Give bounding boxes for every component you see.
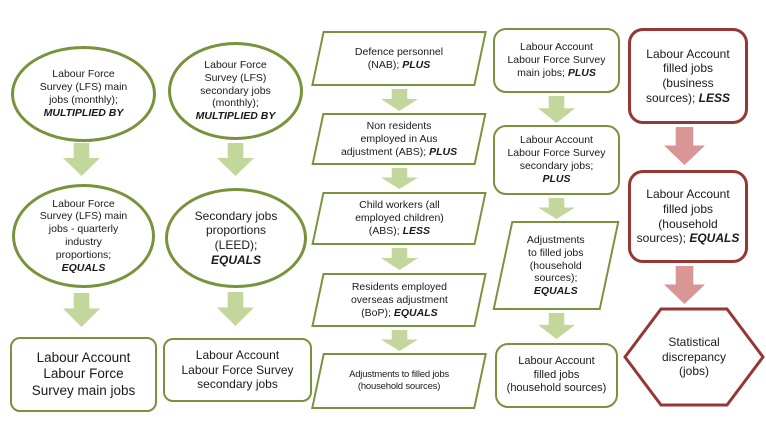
down-arrow-icon (381, 89, 418, 111)
node-text: Labour Account filled jobs (business sou… (646, 47, 730, 106)
down-arrow-icon (538, 313, 575, 339)
node-labour-account-lfs-secondary-jobs-plus: Labour Account Labour Force Survey secon… (493, 125, 620, 195)
down-arrow-icon (381, 248, 418, 270)
down-arrow-icon (664, 127, 705, 165)
node-label: Labour Force Survey (LFS) main jobs (mon… (39, 68, 128, 106)
node-label: Labour Account filled jobs (household so… (506, 355, 607, 395)
hexagon-shape-icon (623, 307, 765, 407)
node-text: Secondary jobs proportions (LEED); EQUAL… (195, 209, 278, 268)
node-label: Labour Account Labour Force Survey secon… (507, 134, 606, 172)
down-arrow-icon (217, 143, 254, 176)
node-text: Labour Account filled jobs (household so… (507, 355, 607, 395)
node-text: Residents employed overseas adjustment (… (351, 281, 448, 319)
node-operator: PLUS (567, 66, 596, 79)
down-arrow-icon (63, 143, 100, 176)
node-labour-account-lfs-secondary-jobs: Labour Account Labour Force Survey secon… (163, 338, 312, 402)
node-label: Non residents employed in Aus adjustment… (340, 119, 438, 158)
node-operator: EQUALS (534, 284, 578, 297)
node-text: Labour Account Labour Force Survey secon… (181, 348, 293, 392)
node-adjustments-to-filled-jobs-household: Adjustments to filled jobs (household so… (311, 353, 487, 409)
down-arrow-icon (381, 330, 418, 351)
down-arrow-icon (538, 96, 575, 123)
node-label: Labour Account Labour Force Survey main … (507, 41, 606, 79)
node-operator: EQUALS (393, 306, 438, 319)
node-text: Labour Force Survey (LFS) main jobs (mon… (40, 68, 128, 119)
node-operator: PLUS (542, 172, 571, 185)
node-operator: LESS (698, 90, 731, 105)
node-operator: PLUS (429, 145, 458, 158)
node-residents-employed-overseas: Residents employed overseas adjustment (… (311, 273, 487, 327)
node-operator: MULTIPLIED BY (43, 106, 124, 119)
node-labour-account-filled-jobs-household-equals: Labour Account filled jobs (household so… (628, 170, 748, 263)
node-text: Defence personnel (NAB); PLUS (355, 46, 443, 72)
node-lfs-main-jobs-monthly: Labour Force Survey (LFS) main jobs (mon… (11, 46, 156, 142)
node-text: Labour Account Labour Force Survey secon… (507, 134, 605, 185)
node-child-workers: Child workers (all employed children) (A… (311, 192, 487, 245)
node-text: Child workers (all employed children) (A… (355, 199, 444, 237)
node-text: Statistical discrepancy (jobs) (662, 335, 726, 379)
node-operator: MULTIPLIED BY (195, 110, 276, 123)
node-text: Labour Account filled jobs (household so… (637, 187, 740, 246)
down-arrow-icon (381, 168, 418, 189)
node-label: Labour Account filled jobs (business sou… (645, 46, 730, 105)
node-statistical-discrepancy: Statistical discrepancy (jobs) (623, 307, 765, 407)
node-label: Secondary jobs proportions (LEED); (194, 208, 278, 252)
down-arrow-icon (538, 198, 575, 219)
node-label: Statistical discrepancy (jobs) (661, 335, 727, 379)
node-operator: EQUALS (61, 261, 106, 274)
node-defence-personnel: Defence personnel (NAB); PLUS (311, 31, 487, 86)
node-operator: EQUALS (689, 231, 740, 246)
down-arrow-icon (63, 293, 100, 327)
node-label: Labour Account Labour Force Survey main … (31, 349, 136, 398)
node-label: Adjustments to filled jobs (household so… (349, 369, 449, 392)
node-text: Labour Account Labour Force Survey main … (32, 350, 136, 399)
node-labour-account-filled-jobs-household: Labour Account filled jobs (household so… (495, 343, 618, 408)
node-label: Adjustments to filled jobs (household so… (527, 233, 585, 284)
node-lfs-main-jobs-quarterly-proportions: Labour Force Survey (LFS) main jobs - qu… (12, 184, 155, 288)
node-operator: PLUS (402, 58, 431, 71)
node-label: Labour Force Survey (LFS) main jobs - qu… (39, 197, 128, 261)
node-labour-account-lfs-main-jobs: Labour Account Labour Force Survey main … (10, 337, 157, 412)
node-text: Adjustments to filled jobs (household so… (349, 369, 449, 392)
node-label: Labour Force Survey (LFS) secondary jobs… (200, 59, 271, 110)
node-labour-account-lfs-main-jobs-plus: Labour Account Labour Force Survey main … (493, 28, 620, 93)
node-operator: LESS (402, 224, 430, 237)
node-secondary-jobs-proportions-leed: Secondary jobs proportions (LEED); EQUAL… (165, 188, 307, 288)
node-labour-account-filled-jobs-business: Labour Account filled jobs (business sou… (628, 28, 748, 124)
node-lfs-secondary-jobs-monthly: Labour Force Survey (LFS) secondary jobs… (168, 42, 303, 140)
node-adjustments-to-filled-jobs-equals: Adjustments to filled jobs (household so… (492, 221, 620, 310)
node-label: Labour Account Labour Force Survey secon… (181, 348, 294, 392)
down-arrow-icon (664, 266, 705, 304)
node-operator: EQUALS (210, 252, 261, 267)
node-text: Adjustments to filled jobs (household so… (527, 234, 585, 298)
node-text: Non residents employed in Aus adjustment… (341, 120, 457, 158)
node-text: Labour Account Labour Force Survey main … (507, 41, 605, 79)
node-text: Labour Force Survey (LFS) main jobs - qu… (40, 198, 128, 275)
down-arrow-icon (217, 292, 254, 326)
node-non-residents-employed-in-aus: Non residents employed in Aus adjustment… (311, 113, 487, 165)
node-label: Labour Account filled jobs (household so… (636, 187, 730, 246)
node-text: Labour Force Survey (LFS) secondary jobs… (196, 59, 276, 123)
